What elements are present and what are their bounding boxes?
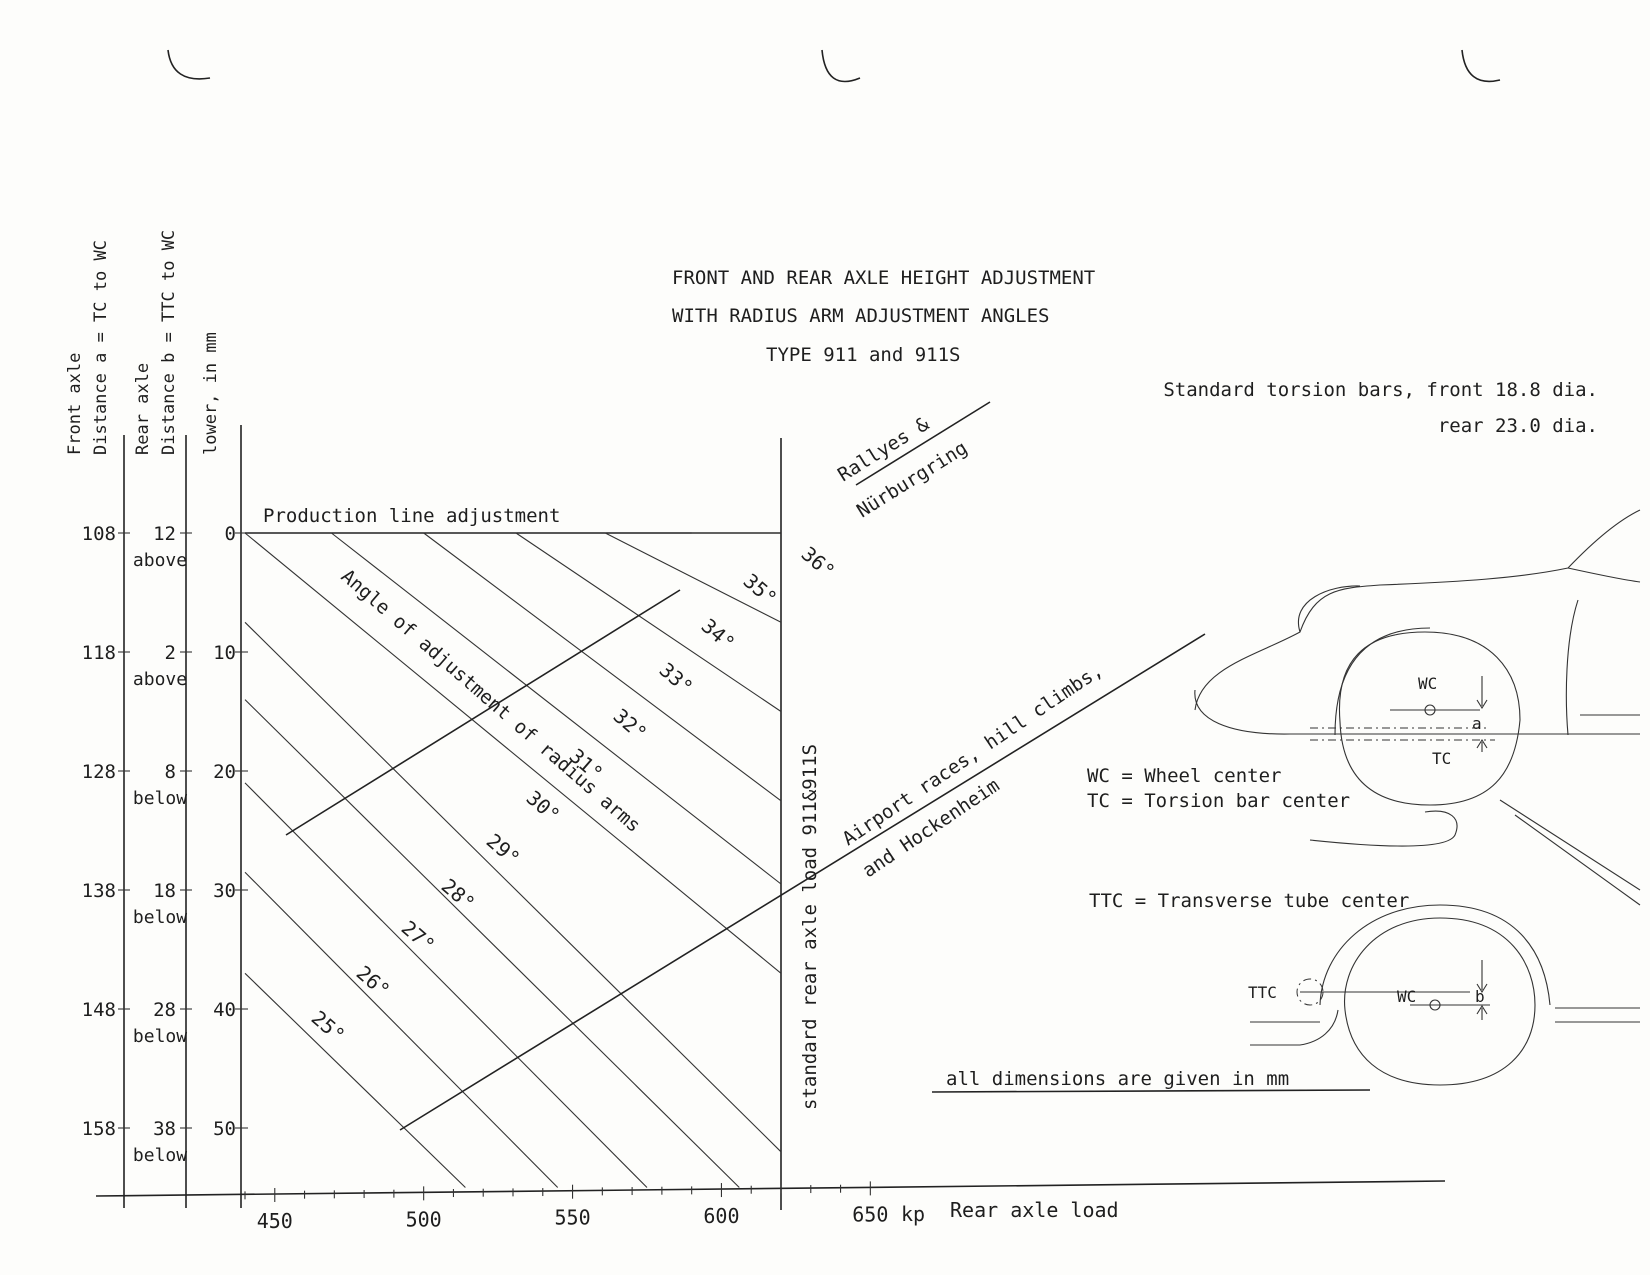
diagram-ttc: TTC	[1248, 983, 1277, 1002]
angle-label-30: 30°	[522, 786, 565, 828]
rear-axle-scale-note: below	[133, 1145, 187, 1166]
front-axle-scale-label: 128	[82, 761, 116, 783]
front-axle-scale-label: 118	[82, 642, 116, 664]
angle-label-36: 36°	[797, 542, 840, 584]
angle-lines	[244, 532, 782, 1188]
binder-hole-left	[167, 49, 211, 80]
angle-of-adjustment-label: Angle of adjustment of radius arms	[337, 565, 645, 837]
angle-label-34: 34°	[697, 614, 740, 656]
lower-scale-label: 50	[213, 1118, 236, 1140]
rear-axle-scale-label: 2	[165, 642, 176, 664]
angle-line-33	[515, 532, 782, 712]
angle-line-26	[244, 871, 559, 1188]
angle-line-31	[331, 532, 782, 885]
standard-rear-axle-load-label: standard rear axle load 911&911S	[799, 744, 821, 1110]
front-axle-scale-label: 108	[82, 523, 116, 545]
front-axle-scale-label: 148	[82, 999, 116, 1021]
x-axis-unit: kp	[901, 1202, 925, 1226]
diagram-tc: TC	[1432, 749, 1451, 768]
diagram-wc-front: WC	[1418, 674, 1437, 693]
angle-label-29: 29°	[482, 829, 525, 871]
angle-line-27	[244, 782, 648, 1188]
angle-label-27: 27°	[397, 916, 440, 958]
rear-axle-scale-note: below	[133, 788, 187, 809]
angle-line-34	[605, 532, 782, 623]
x-axis-line	[95, 1180, 1446, 1197]
title-line-3: TYPE 911 and 911S	[766, 344, 960, 366]
legend-wc: WC = Wheel center	[1087, 765, 1281, 787]
x-axis-title: Rear axle load	[950, 1198, 1119, 1222]
rear-axle-scale-label: 38	[153, 1118, 176, 1140]
torsion-bars-rear: rear 23.0 dia.	[1438, 415, 1598, 437]
rear-axle-title: Rear axle	[133, 363, 153, 455]
front-axle-sketch: WC a TC	[1194, 509, 1641, 906]
lower-scale-label: 10	[213, 642, 236, 664]
rear-axle-distance-title: Distance b = TTC to WC	[159, 230, 179, 455]
rallyes-divider	[855, 401, 991, 486]
rallyes-line-chart	[285, 589, 681, 836]
angle-label-25: 25°	[307, 1006, 350, 1048]
legend-tc: TC = Torsion bar center	[1087, 790, 1350, 812]
rear-axle-scale-label: 8	[165, 761, 176, 783]
x-tick-label: 650	[852, 1202, 888, 1226]
lower-scale-label: 20	[213, 761, 236, 783]
diagram-b: b	[1475, 987, 1485, 1006]
rear-axle-scale-note: below	[133, 907, 187, 928]
rear-axle-scale-label: 12	[153, 523, 176, 545]
lower-scale-label: 40	[213, 999, 236, 1021]
angle-line-32	[423, 532, 782, 802]
diagram-a: a	[1472, 714, 1482, 733]
rear-axle-scale-label: 18	[153, 880, 176, 902]
legend-ttc: TTC = Transverse tube center	[1089, 890, 1409, 912]
rear-axle-sketch: TTC WC b	[1248, 904, 1640, 1086]
angle-line-28	[244, 699, 740, 1188]
angle-line-29	[244, 621, 782, 1153]
angle-line-25	[244, 972, 466, 1188]
production-line-label: Production line adjustment	[263, 505, 560, 527]
angle-label-33: 33°	[655, 658, 698, 700]
angle-label-28: 28°	[437, 874, 480, 916]
binder-hole-center	[821, 49, 861, 83]
x-tick-label: 600	[703, 1204, 739, 1228]
front-axle-scale-label: 138	[82, 880, 116, 902]
y-scales: 0 108 12 above 10 118 2 above 20 128 8 below 30 138 18…	[82, 523, 248, 1166]
x-tick-labels: 450 500 550 600 650	[257, 1181, 888, 1233]
angle-line-30	[244, 532, 782, 974]
rear-axle-scale-note: above	[133, 669, 187, 690]
all-dimensions-underline	[931, 1089, 1371, 1093]
angle-label-26: 26°	[352, 961, 395, 1003]
airport-label-1: Airport races, hill climbs,	[838, 659, 1106, 850]
front-axle-title: Front axle	[65, 353, 85, 455]
rear-axle-scale-label: 28	[153, 999, 176, 1021]
rear-axle-scale-note: above	[133, 550, 187, 571]
x-tick-label: 550	[554, 1206, 590, 1230]
rear-axle-scale-note: below	[133, 1026, 187, 1047]
torsion-bars-front: Standard torsion bars, front 18.8 dia.	[1163, 379, 1598, 401]
title-line-1: FRONT AND REAR AXLE HEIGHT ADJUSTMENT	[672, 267, 1095, 289]
lower-scale-label: 30	[213, 880, 236, 902]
all-dimensions-note: all dimensions are given in mm	[946, 1068, 1289, 1090]
lower-mm-title: lower, in mm	[201, 332, 221, 455]
angle-label-32: 32°	[609, 704, 652, 746]
front-axle-distance-title: Distance a = TC to WC	[91, 240, 111, 455]
x-axis-minor-ticks	[244, 1184, 842, 1200]
binder-hole-right	[1461, 49, 1501, 83]
lower-scale-label: 0	[225, 523, 236, 545]
title-line-2: WITH RADIUS ARM ADJUSTMENT ANGLES	[672, 305, 1050, 327]
x-tick-label: 450	[257, 1209, 293, 1233]
diagram-wc-rear: WC	[1397, 987, 1416, 1006]
front-axle-scale-label: 158	[82, 1118, 116, 1140]
x-tick-label: 500	[406, 1207, 442, 1231]
airport-races-line	[399, 633, 1206, 1131]
